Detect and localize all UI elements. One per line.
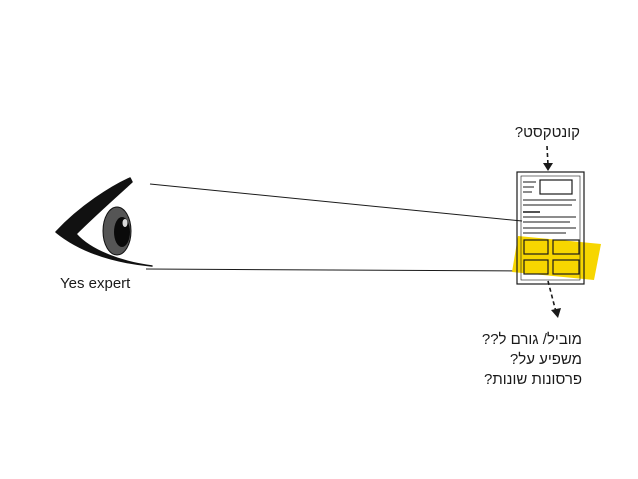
questions-arrow xyxy=(547,280,561,318)
wireframe-document-icon xyxy=(512,171,601,285)
context-arrow xyxy=(543,145,553,171)
question-item: משפיע על? xyxy=(509,351,582,368)
question-item: מוביל/ גורם ל?? xyxy=(481,331,582,348)
highlight-area xyxy=(512,236,601,280)
context-label: קונטקסט? xyxy=(514,124,580,141)
questions-list: מוביל/ גורם ל?? משפיע על? פרסונות שונות? xyxy=(440,330,582,390)
expert-label: Yes expert xyxy=(60,275,131,292)
question-item: פרסונות שונות? xyxy=(484,371,582,388)
eye-pupil xyxy=(114,217,130,247)
eye-icon xyxy=(55,177,153,267)
sight-line-top xyxy=(149,183,523,222)
sight-line-bottom xyxy=(145,268,523,272)
